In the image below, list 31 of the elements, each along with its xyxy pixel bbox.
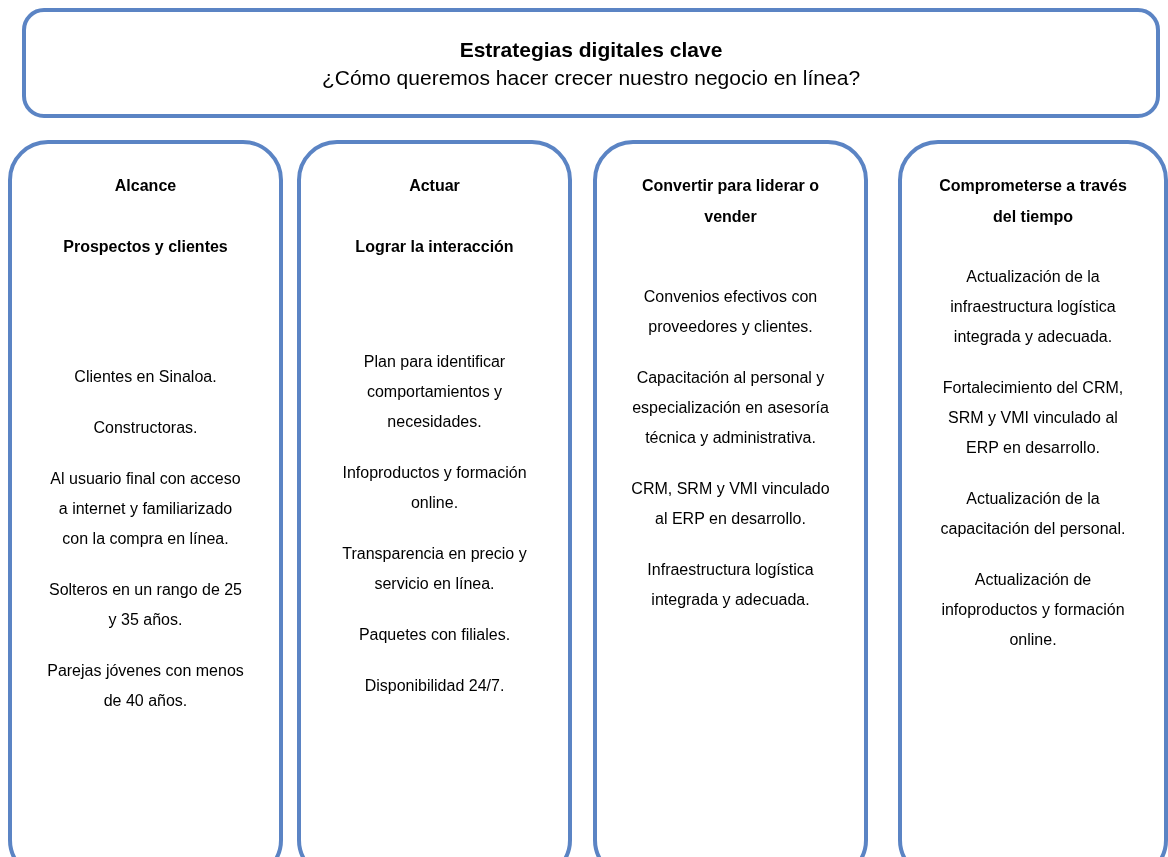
header-heading: Estrategias digitales clave	[459, 37, 723, 63]
column-heading: Lograr la interacción	[354, 237, 515, 257]
header-question: ¿Cómo queremos hacer crecer nuestro negocio en línea?	[321, 65, 861, 91]
strategy-item: Convenios efectivos con proveedores y clientes.	[642, 287, 819, 337]
strategy-item: Constructoras.	[92, 418, 199, 438]
strategy-column	[297, 140, 572, 857]
strategy-item: Transparencia en precio y servicio en línea.	[341, 544, 528, 594]
strategy-item: Actualización de la capacitación del personal.	[939, 489, 1127, 539]
strategy-item: Fortalecimiento del CRM, SRM y VMI vinculado al ERP en desarrollo.	[941, 378, 1125, 458]
strategy-item: Al usuario final con acceso a internet y familiarizado con la compra en línea.	[49, 469, 242, 549]
strategy-item: Plan para identificar comportamientos y necesidades.	[362, 352, 507, 432]
strategy-column	[8, 140, 283, 857]
column-heading: Prospectos y clientes	[62, 237, 229, 257]
strategy-item: CRM, SRM y VMI vinculado al ERP en desarrollo.	[630, 479, 831, 529]
strategy-item: Solteros en un rango de 25 y 35 años.	[48, 580, 243, 630]
strategy-item: Actualización de infoproductos y formación online.	[940, 570, 1126, 650]
strategy-column	[898, 140, 1168, 857]
strategy-column	[593, 140, 868, 857]
strategy-item: Infraestructura logística integrada y adecuada.	[646, 560, 815, 610]
strategy-item: Actualización de la infraestructura logística integrada y adecuada.	[949, 267, 1117, 347]
header-box	[22, 8, 1160, 118]
strategy-item: Capacitación al personal y especialización en asesoría técnica y administrativa.	[631, 368, 830, 448]
column-heading: Actuar	[408, 176, 461, 196]
column-heading: Convertir para liderar o vender	[641, 176, 820, 227]
strategy-item: Infoproductos y formación online.	[341, 463, 528, 513]
strategy-item: Paquetes con filiales.	[357, 625, 512, 645]
strategy-item: Clientes en Sinaloa.	[73, 367, 218, 387]
strategy-item: Parejas jóvenes con menos de 40 años.	[46, 661, 245, 711]
strategy-item: Disponibilidad 24/7.	[363, 676, 506, 696]
column-heading: Comprometerse a través del tiempo	[938, 176, 1128, 227]
column-heading: Alcance	[113, 176, 178, 196]
